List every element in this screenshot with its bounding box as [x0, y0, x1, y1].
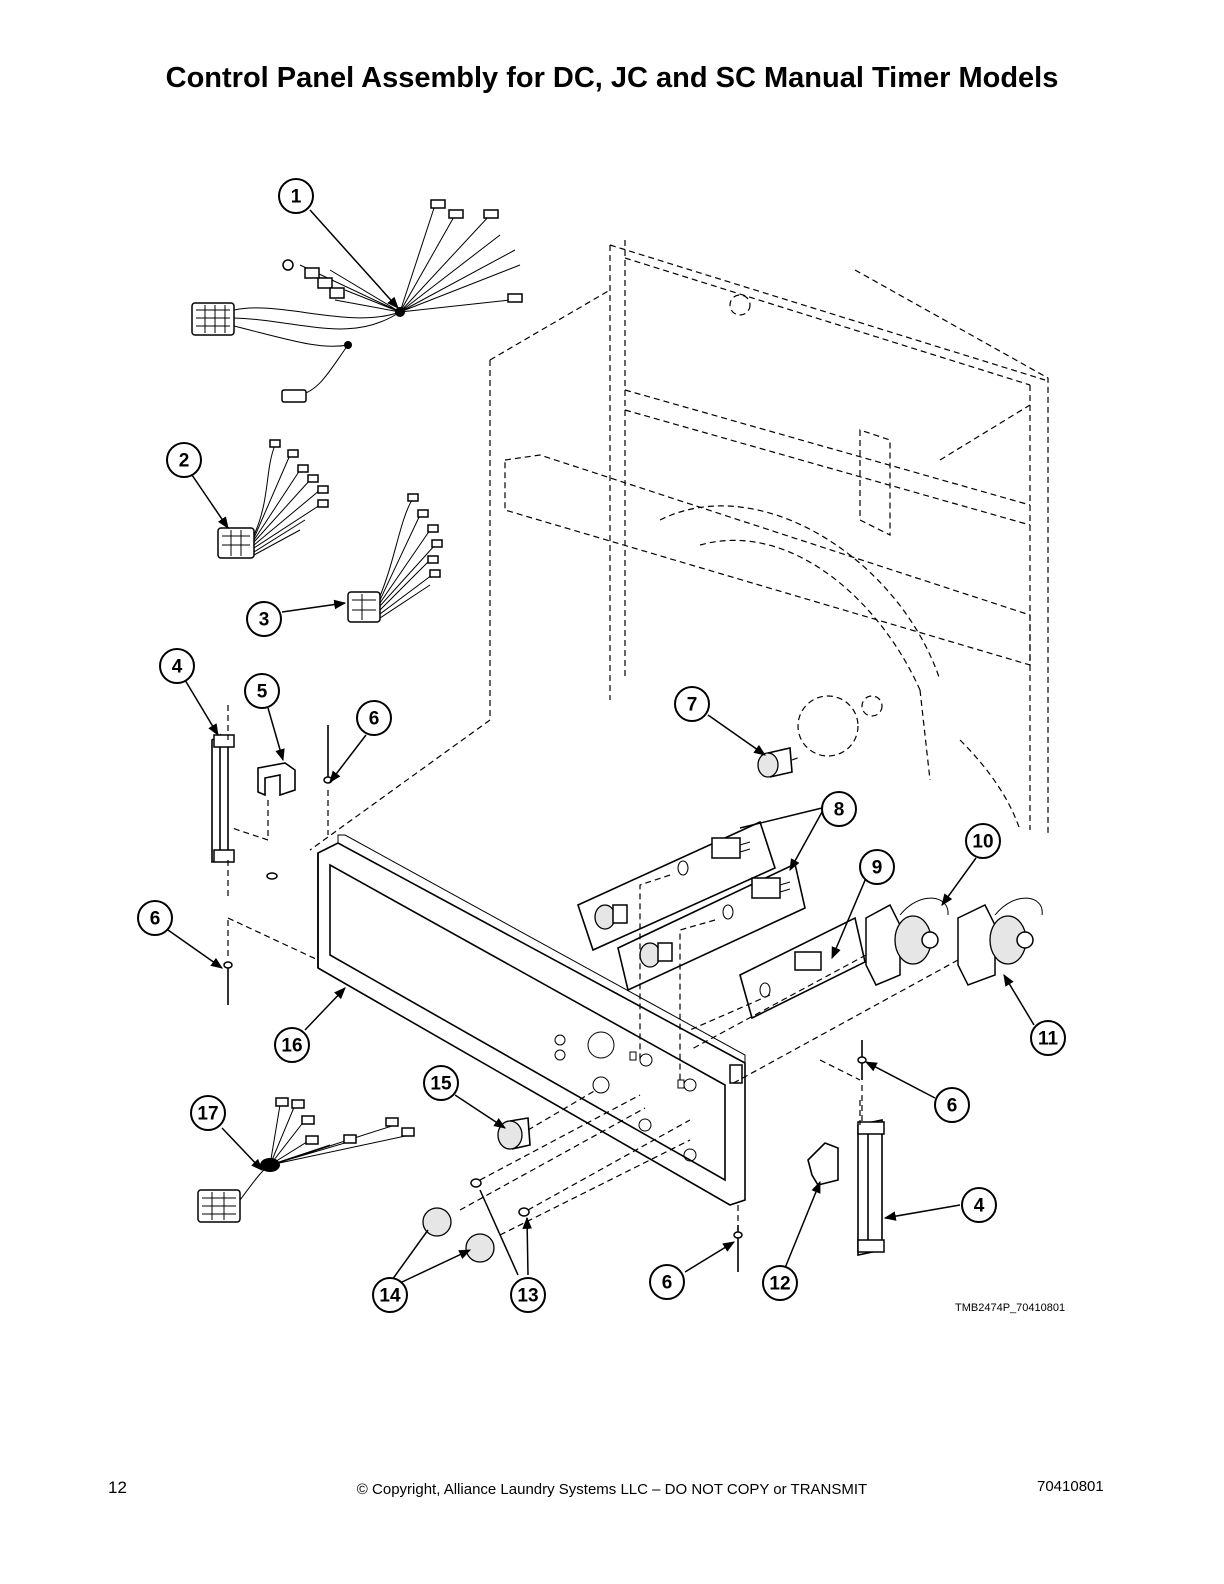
svg-text:12: 12 — [769, 1274, 790, 1295]
callout-6-c: 6 — [934, 1087, 970, 1123]
svg-text:6: 6 — [947, 1096, 958, 1117]
callout-16: 16 — [274, 1027, 310, 1063]
callout-6-a: 6 — [356, 700, 392, 736]
callout-2: 2 — [166, 442, 202, 478]
svg-text:2: 2 — [179, 451, 190, 472]
leader-lines — [167, 209, 1035, 1283]
timer-10 — [689, 897, 949, 1051]
wire-harness-2 — [217, 439, 329, 559]
callout-3: 3 — [246, 601, 282, 637]
callout-1: 1 — [278, 178, 314, 214]
svg-text:10: 10 — [972, 832, 993, 853]
svg-text:4: 4 — [974, 1196, 985, 1217]
callout-9: 9 — [859, 849, 895, 885]
timer-11 — [729, 897, 1043, 1086]
wire-harness-17 — [197, 1097, 415, 1223]
svg-text:5: 5 — [257, 682, 268, 703]
svg-text:11: 11 — [1038, 1029, 1059, 1050]
callout-15: 15 — [423, 1065, 459, 1101]
svg-text:7: 7 — [687, 695, 698, 716]
callout-14: 14 — [372, 1277, 408, 1313]
svg-text:17: 17 — [197, 1104, 218, 1125]
callout-11: 11 — [1030, 1020, 1066, 1056]
svg-text:13: 13 — [517, 1286, 538, 1307]
document-number: 70410801 — [1037, 1478, 1104, 1495]
switch-9 — [689, 916, 866, 1031]
wire-harness-1 — [191, 199, 523, 403]
copyright-notice: © Copyright, Alliance Laundry Systems LL… — [356, 1481, 868, 1498]
callout-6-d: 6 — [649, 1264, 685, 1300]
svg-text:16: 16 — [281, 1036, 302, 1057]
callout-10: 10 — [965, 823, 1001, 859]
clip-12 — [807, 1059, 861, 1186]
control-panel-16 — [317, 834, 746, 1206]
page-title: Control Panel Assembly for DC, JC and SC… — [165, 62, 1059, 94]
panel-bracket-4-left — [211, 705, 235, 900]
svg-text:15: 15 — [430, 1074, 452, 1095]
clip-5 — [231, 762, 296, 841]
callout-7: 7 — [674, 686, 710, 722]
rivet-6-b — [223, 917, 319, 1005]
svg-text:6: 6 — [662, 1273, 673, 1294]
svg-text:14: 14 — [379, 1286, 401, 1307]
plug-7 — [757, 747, 801, 778]
svg-text:9: 9 — [872, 858, 883, 879]
callout-6-b: 6 — [137, 900, 173, 936]
callout-4-left: 4 — [159, 648, 195, 684]
svg-text:8: 8 — [834, 800, 845, 821]
callout-8: 8 — [821, 791, 857, 827]
svg-text:3: 3 — [259, 610, 270, 631]
rivet-6-d — [733, 1205, 743, 1272]
svg-text:6: 6 — [150, 909, 161, 930]
screw — [266, 872, 278, 880]
callout-13: 13 — [510, 1277, 546, 1313]
drawing-reference: TMB2474P_70410801 — [955, 1302, 1066, 1314]
svg-text:4: 4 — [172, 657, 183, 678]
panel-bracket-4-right — [857, 1085, 885, 1256]
page-number: 12 — [108, 1478, 127, 1497]
wire-harness-3 — [347, 493, 443, 623]
knob-14 — [422, 1207, 495, 1263]
callout-12: 12 — [762, 1265, 798, 1301]
svg-text:6: 6 — [369, 709, 380, 730]
svg-text:1: 1 — [291, 187, 302, 208]
cabinet-outline — [309, 240, 1049, 851]
callout-17: 17 — [190, 1095, 226, 1131]
rivet-6-c — [857, 1040, 867, 1080]
callout-4-right: 4 — [961, 1187, 997, 1223]
switch-kit-8 — [577, 820, 806, 1080]
callout-5: 5 — [244, 673, 280, 709]
